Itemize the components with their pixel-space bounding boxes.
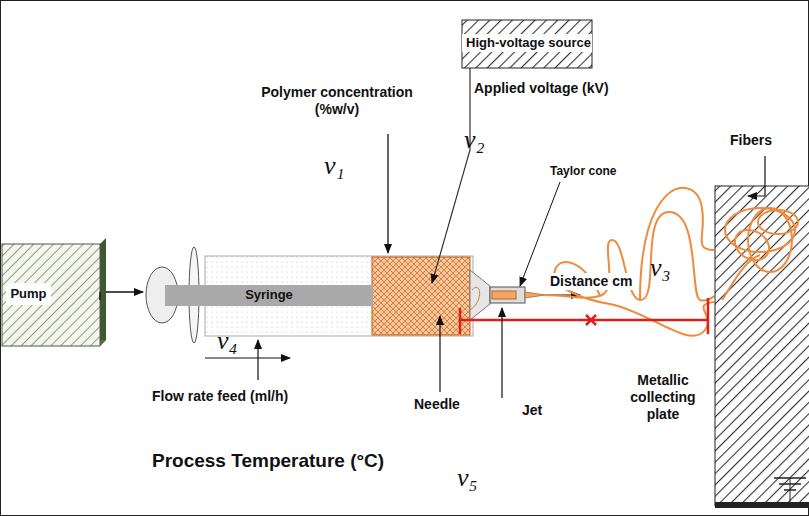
- annotation-label: Jet: [520, 402, 544, 419]
- variable-symbol: v₁: [322, 150, 347, 181]
- node-label: Pump: [10, 287, 46, 302]
- variable-symbol: v₄: [215, 325, 240, 356]
- annotation-label: Taylor cone: [548, 164, 618, 178]
- syringe-plunger: Syringe: [165, 285, 373, 306]
- annotation-label: Process Temperature (°C): [150, 450, 386, 473]
- annotation-label: Flow rate feed (ml/h): [150, 388, 290, 405]
- pump-box: Pump: [6, 283, 51, 305]
- variable-symbol: v₃: [648, 252, 673, 283]
- annotation-label: Needle: [412, 396, 462, 413]
- variable-symbol: v₂: [462, 124, 487, 155]
- annotation-label: Metallic collecting plate: [612, 372, 714, 422]
- annotation-label: Fibers: [728, 132, 774, 149]
- annotation-label: Distance cm: [548, 273, 634, 290]
- annotation-label: Polymer concentration (%w/v): [250, 84, 424, 118]
- node-label: Syringe: [245, 288, 293, 303]
- variable-symbol: v₅: [455, 462, 480, 493]
- node-label: High-voltage source: [466, 36, 591, 51]
- high-voltage-source: High-voltage source: [462, 34, 595, 52]
- annotation-label: Applied voltage (kV): [472, 80, 611, 97]
